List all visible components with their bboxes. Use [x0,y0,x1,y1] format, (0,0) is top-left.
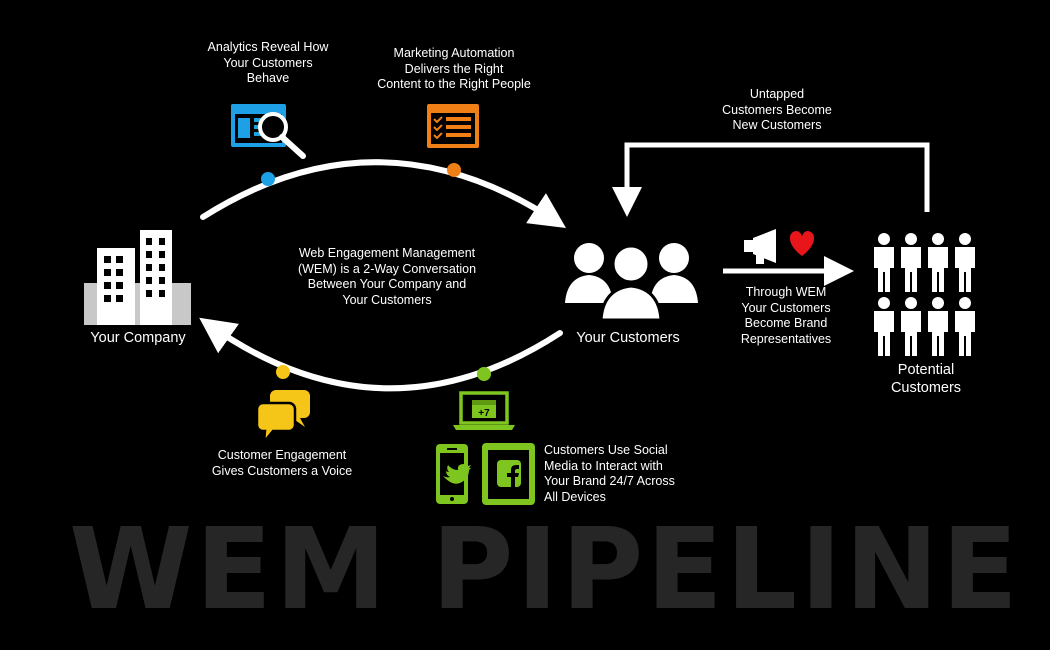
potential-customers-people-icon [874,233,975,356]
tablet-facebook-icon [482,443,535,505]
checklist-browser-icon [427,104,479,148]
speech-bubbles-icon [255,390,310,446]
person-figure [955,233,975,292]
phone-twitter-icon [436,444,471,504]
analytics-label: Analytics Reveal How Your Customers Beha… [207,40,329,85]
center-description: Web Engagement Management (WEM) is a 2-W… [297,246,477,307]
person-figure [874,297,894,356]
heart-icon [789,231,815,256]
social-label: Customers Use Social Media to Interact w… [544,443,675,504]
untapped-label: Untapped Customers Become New Customers [722,87,832,132]
analytics-dot [261,172,275,186]
laptop-calendar-icon: +7 [453,391,515,430]
lower-arc-arrow [199,317,563,392]
analytics-browser-magnifier-icon [231,104,306,159]
person-figure [928,297,948,356]
automation-label: Marketing Automation Delivers the Right … [377,46,531,91]
company-buildings-icon [84,230,191,325]
person-figure [901,297,921,356]
laptop-badge: +7 [478,408,490,419]
engagement-label: Customer Engagement Gives Customers a Vo… [211,448,353,478]
customers-group-icon [565,243,698,322]
person-figure [928,233,948,292]
person-figure [874,233,894,292]
person-figure [955,297,975,356]
wem-pipeline-title: WEM PIPELINE [68,505,1022,635]
potential-customers-label: Potential Customers [890,362,962,396]
representatives-label: Through WEM Your Customers Become Brand … [740,285,832,346]
engagement-dot [276,365,290,379]
automation-dot [447,163,461,177]
person-figure [901,233,921,292]
upper-arc-arrow [200,159,567,228]
megaphone-icon [744,229,776,264]
social-dot [477,367,491,381]
customers-label: Your Customers [576,330,680,346]
feedback-loop-arrow [612,142,930,218]
company-label: Your Company [90,330,186,346]
